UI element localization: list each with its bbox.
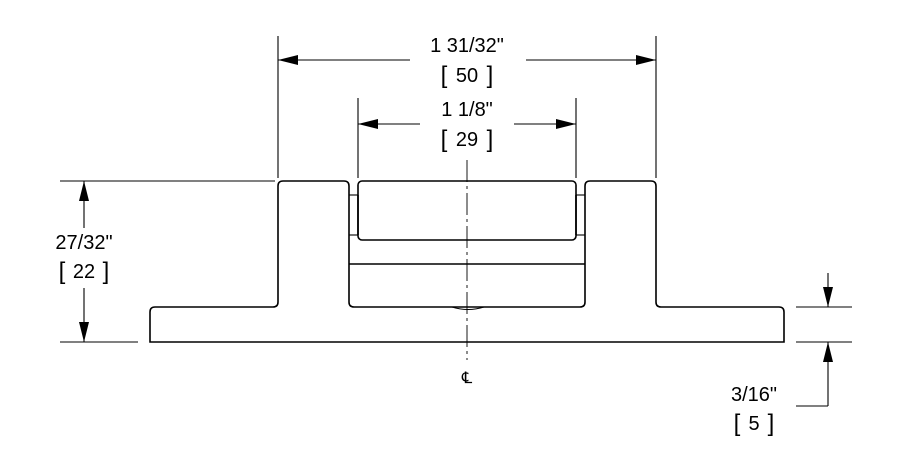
centerline-symbol: ℄ — [461, 370, 473, 387]
arrowhead — [556, 119, 576, 129]
slot-width-metric: 29 — [456, 129, 478, 151]
bracket-close: ] — [103, 258, 110, 285]
overall-width-imperial: 1 31/32" — [430, 35, 504, 57]
overall-height-imperial: 27/32" — [55, 232, 112, 254]
arrowhead — [79, 181, 89, 201]
bracket-close: ] — [768, 410, 775, 437]
arrowhead — [823, 287, 833, 307]
arrowhead — [358, 119, 378, 129]
overall-width-dimension: 1 31/32" [ 50 ] — [277, 35, 657, 178]
base-thickness-dimension: 3/16" [ 5 ] — [731, 273, 852, 437]
arrowhead — [278, 55, 298, 65]
outer-profile — [149, 180, 785, 343]
arrowhead — [636, 55, 656, 65]
base-thickness-imperial: 3/16" — [731, 384, 777, 406]
bracket-open: [ — [59, 258, 66, 285]
overall-height-metric: 22 — [73, 261, 95, 283]
bracket-close: ] — [487, 62, 494, 89]
slot-width-imperial: 1 1/8" — [441, 99, 493, 121]
overall-height-dimension: 27/32" [ 22 ] — [55, 180, 275, 343]
base-center-detail — [451, 306, 485, 311]
bracket-open: [ — [441, 62, 448, 89]
arrowhead — [823, 342, 833, 362]
arrowhead — [79, 322, 89, 342]
slot-width-dimension: 1 1/8" [ 29 ] — [357, 98, 577, 178]
bracket-close: ] — [487, 126, 494, 153]
overall-width-metric: 50 — [456, 65, 478, 87]
base-thickness-metric: 5 — [748, 413, 759, 435]
bracket-open: [ — [734, 410, 741, 437]
bracket-open: [ — [441, 126, 448, 153]
